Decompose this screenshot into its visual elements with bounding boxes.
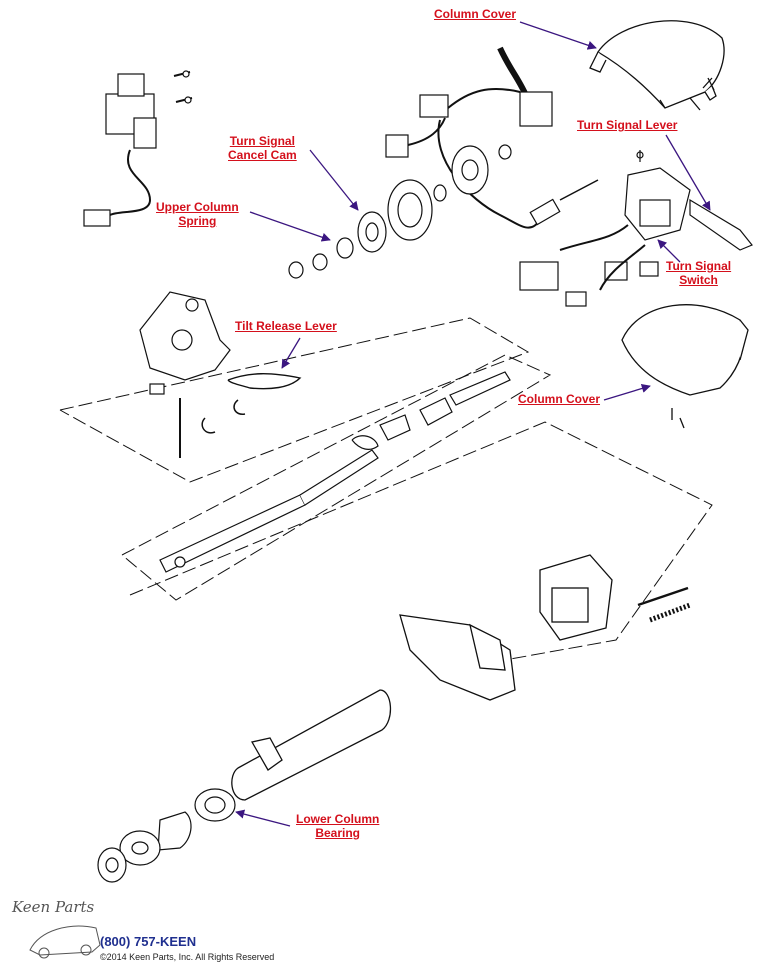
label-cancel-cam-line2: Cancel Cam xyxy=(228,148,297,162)
arrow-upper-column-spring xyxy=(249,211,331,242)
arrow-turn-signal-lever xyxy=(665,134,711,211)
label-spring-line2: Spring xyxy=(178,214,217,228)
label-tilt-release-lever[interactable]: Tilt Release Lever xyxy=(235,319,337,333)
label-switch-line1: Turn Signal xyxy=(666,259,732,273)
keen-parts-logo: Keen Parts xyxy=(4,892,104,972)
upper-switch-assembly xyxy=(83,70,193,227)
arrow-turn-signal-switch xyxy=(657,239,681,263)
arrow-tilt-release-lever xyxy=(281,337,301,369)
cancel-cam-stack xyxy=(288,144,512,279)
lower-bearing-parts xyxy=(97,788,236,883)
label-turn-signal-switch[interactable]: Turn Signal Switch xyxy=(666,259,731,287)
callout-arrows xyxy=(235,21,711,827)
label-lower-column-bearing[interactable]: Lower Column Bearing xyxy=(296,812,379,840)
arrow-column-cover-lower xyxy=(603,384,651,401)
housing-group-outline xyxy=(129,421,713,661)
tilt-group-outline xyxy=(59,317,530,483)
dashed-group-outlines xyxy=(59,317,713,661)
label-spring-line1: Upper Column xyxy=(156,200,239,214)
steering-shaft-assembly xyxy=(159,371,511,573)
wiring-harness-upper xyxy=(385,46,599,229)
label-bearing-line2: Bearing xyxy=(315,826,361,840)
tilt-housing-assembly xyxy=(139,291,302,458)
label-upper-column-spring[interactable]: Upper Column Spring xyxy=(156,200,239,228)
label-bearing-line1: Lower Column xyxy=(296,812,380,826)
label-switch-line2: Switch xyxy=(679,273,718,287)
column-cover-upper-part xyxy=(589,20,725,111)
arrow-column-cover-top xyxy=(519,21,597,50)
footer-copyright: ©2014 Keen Parts, Inc. All Rights Reserv… xyxy=(100,952,275,962)
label-cancel-cam-line1: Turn Signal xyxy=(229,134,295,148)
label-column-cover-top[interactable]: Column Cover xyxy=(434,7,517,21)
label-turn-signal-lever[interactable]: Turn Signal Lever xyxy=(577,118,678,132)
shaft-group-outline xyxy=(121,354,552,601)
arrow-cancel-cam xyxy=(309,149,359,211)
column-cover-lower-part xyxy=(621,304,749,429)
arrow-lower-column-bearing xyxy=(235,809,291,827)
label-column-cover-lower[interactable]: Column Cover xyxy=(518,392,601,406)
column-jacket-assembly xyxy=(231,554,691,801)
footer-phone[interactable]: (800) 757-KEEN xyxy=(100,934,197,949)
logo-text: Keen Parts xyxy=(12,898,95,916)
label-turn-signal-cancel-cam[interactable]: Turn Signal Cancel Cam xyxy=(228,134,297,162)
keen-parts-logo-car xyxy=(29,925,101,959)
turn-signal-switch-assembly xyxy=(519,150,753,307)
